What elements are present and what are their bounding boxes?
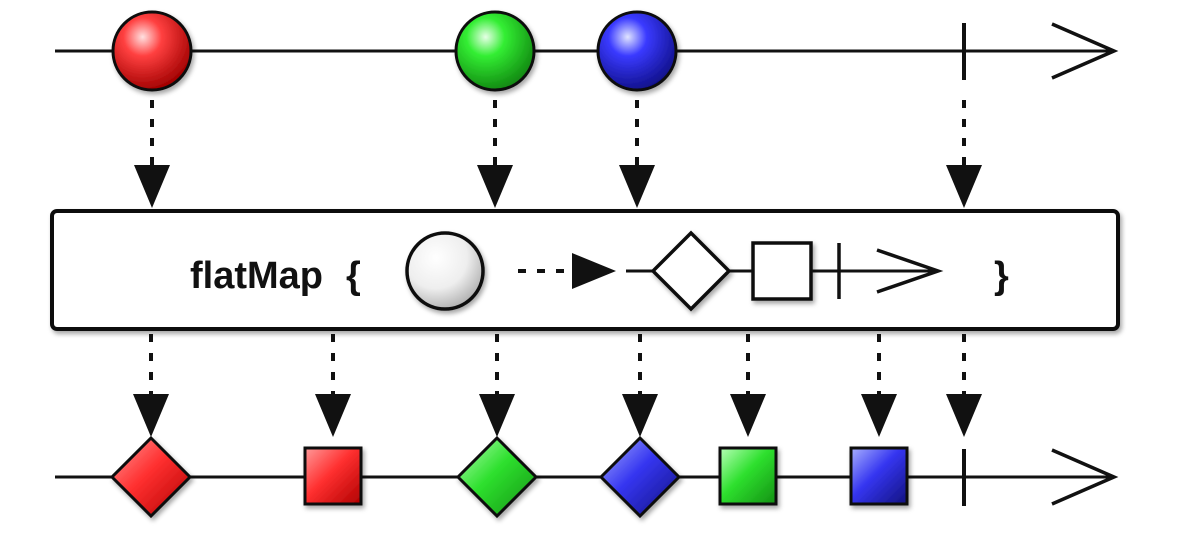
output-square-green: [718, 446, 778, 506]
output-timeline: [55, 448, 1119, 506]
output-square-blue: [849, 446, 909, 506]
operator-close-brace: }: [994, 255, 1009, 297]
inner-timeline-arrowhead: [876, 248, 944, 294]
input-timeline-arrowhead: [1051, 22, 1119, 80]
operator-box: flatMap { }: [50, 209, 1120, 331]
input-timeline: [55, 22, 1119, 80]
inner-diamond: [650, 230, 732, 312]
inner-stream: [405, 230, 944, 312]
input-marbles: [111, 10, 678, 92]
inner-square: [751, 241, 813, 301]
input-to-operator-arrows: [134, 100, 982, 208]
inner-arrow-head: [572, 253, 616, 289]
output-marbles: [109, 435, 909, 519]
output-diamond-red: [109, 435, 193, 519]
output-timeline-arrowhead: [1051, 448, 1119, 506]
output-diamond-blue: [598, 435, 682, 519]
input-marble-blue: [596, 10, 678, 92]
operator-name: flatMap: [190, 255, 323, 297]
output-diamond-green: [455, 435, 539, 519]
operator-open-brace: {: [346, 255, 361, 297]
input-marble-red: [111, 10, 193, 92]
input-marble-green: [454, 10, 536, 92]
operator-to-output-arrows: [133, 334, 982, 437]
output-square-red: [303, 446, 363, 506]
inner-source-marble: [405, 231, 485, 311]
